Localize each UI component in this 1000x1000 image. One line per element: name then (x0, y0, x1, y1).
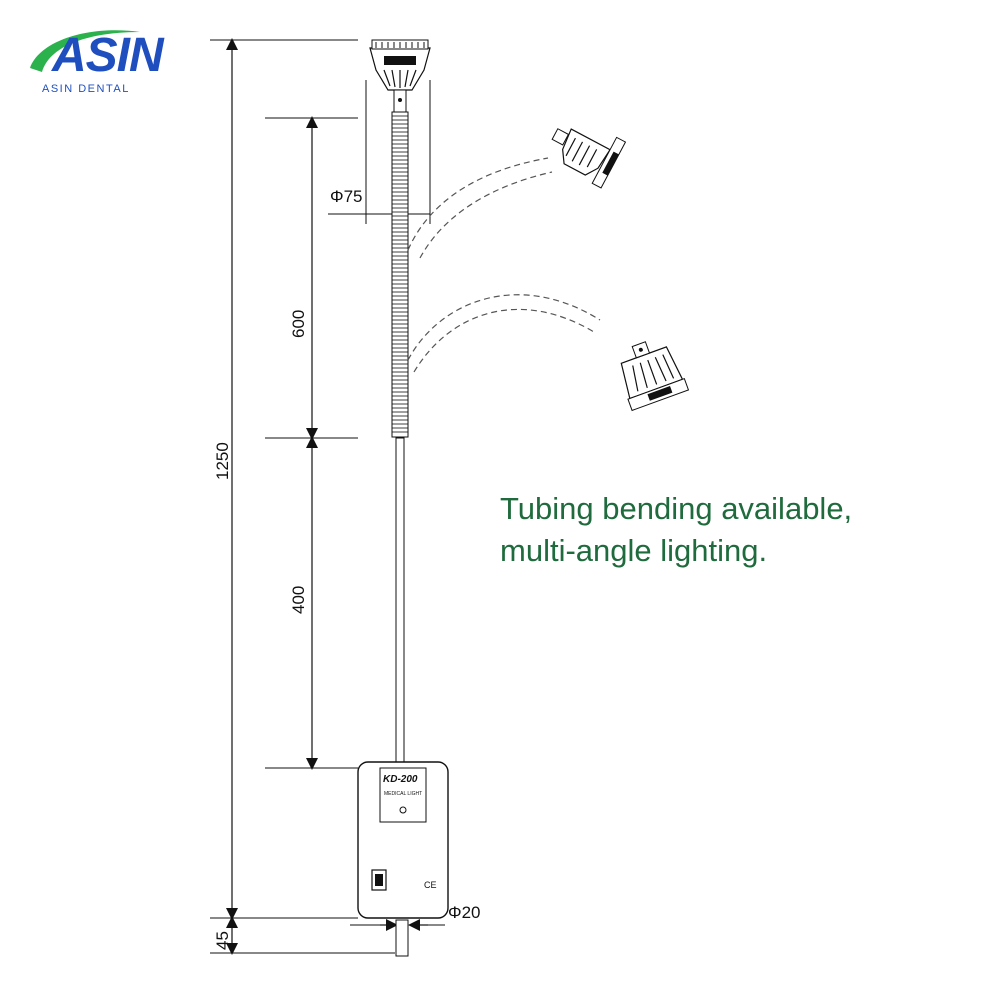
base-medical-label: MEDICAL LIGHT (384, 791, 422, 797)
asin-logo: ASIN ASIN DENTAL (20, 20, 170, 100)
ce-mark: CE (424, 880, 437, 890)
dim-head-diameter: Φ75 (330, 187, 362, 206)
lamp-head-top (369, 39, 431, 113)
dim-base-height: 45 (213, 931, 232, 950)
caption-line-1: Tubing bending available, (500, 491, 853, 526)
dim-total-height: 1250 (213, 442, 232, 480)
base-model-label: KD-200 (383, 774, 418, 785)
dim-lower-segment: 400 (289, 586, 308, 614)
caption-line-2: multi-angle lighting. (500, 533, 768, 568)
dim-upper-segment: 600 (289, 310, 308, 338)
lamp-base (357, 761, 449, 957)
lamp-head-bent-upper (551, 128, 627, 189)
lamp-head-bent-lower (620, 341, 690, 412)
dim-stem-diameter: Φ20 (448, 903, 480, 922)
logo-swoosh-icon (30, 30, 140, 72)
logo-subtitle: ASIN DENTAL (42, 83, 130, 95)
logo-text: ASIN (52, 29, 164, 82)
dimension-lines (226, 38, 428, 955)
gooseneck-tube (391, 111, 409, 764)
feature-caption: Tubing bending available, multi-angle li… (500, 488, 852, 572)
bent-tube-outlines (407, 157, 601, 373)
